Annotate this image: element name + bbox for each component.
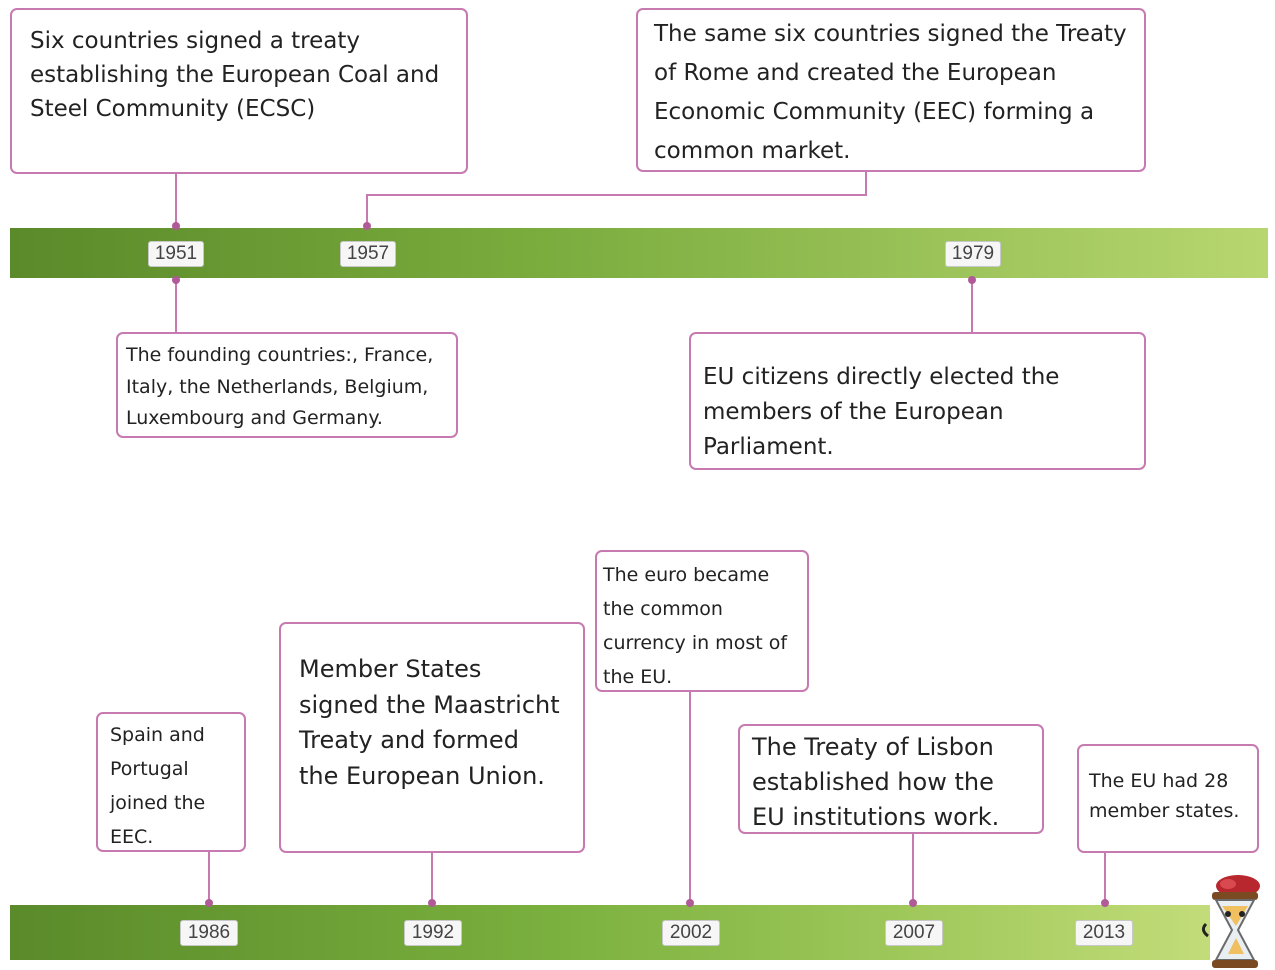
connector-1951-down xyxy=(175,278,177,332)
event-box-founders: The founding countries:, France, Italy, … xyxy=(116,332,458,438)
event-text-maastricht: Member States signed the Maastricht Trea… xyxy=(299,655,560,790)
event-text-founders: The founding countries:, France, Italy, … xyxy=(126,344,434,429)
event-text-ecsc: Six countries signed a treaty establishi… xyxy=(30,28,440,122)
event-text-parliament: EU citizens directly elected the members… xyxy=(703,364,1060,460)
year-label-2013: 2013 xyxy=(1075,920,1133,946)
marker-dot-1951-down xyxy=(172,276,180,284)
marker-dot-1986 xyxy=(205,899,213,907)
connector-2007 xyxy=(912,834,914,902)
connector-1979 xyxy=(971,278,973,332)
event-text-euro: The euro became the common currency in m… xyxy=(603,564,788,688)
marker-dot-1992 xyxy=(428,899,436,907)
year-label-1951: 1951 xyxy=(148,241,204,267)
marker-dot-1951-up xyxy=(172,222,180,230)
event-text-rome: The same six countries signed the Treaty… xyxy=(654,21,1127,164)
event-text-lisbon: The Treaty of Lisbon established how the… xyxy=(752,733,1000,831)
marker-dot-2013 xyxy=(1101,899,1109,907)
connector-rome-a xyxy=(865,172,867,196)
connector-rome-b xyxy=(366,194,867,196)
marker-dot-2007 xyxy=(909,899,917,907)
connector-1951-up xyxy=(175,174,177,226)
year-label-1986: 1986 xyxy=(180,920,238,946)
connector-1986 xyxy=(208,852,210,902)
year-label-1957: 1957 xyxy=(340,241,396,267)
marker-dot-1979 xyxy=(968,276,976,284)
timeline-bar-top xyxy=(10,228,1268,278)
event-box-member-states: The EU had 28 member states. xyxy=(1077,744,1259,853)
connector-2002 xyxy=(689,692,691,902)
event-box-spain-portugal: Spain and Portugal joined the EEC. xyxy=(96,712,246,852)
hourglass-mascot-icon xyxy=(1201,875,1260,968)
year-label-1979: 1979 xyxy=(945,241,1001,267)
event-box-rome: The same six countries signed the Treaty… xyxy=(636,8,1146,172)
marker-dot-2002 xyxy=(686,899,694,907)
event-text-spain-portugal: Spain and Portugal joined the EEC. xyxy=(110,724,206,848)
event-text-member-states: The EU had 28 member states. xyxy=(1089,770,1240,822)
year-label-2007: 2007 xyxy=(885,920,943,946)
year-label-2002: 2002 xyxy=(662,920,720,946)
event-box-maastricht: Member States signed the Maastricht Trea… xyxy=(279,622,585,853)
event-box-parliament: EU citizens directly elected the members… xyxy=(689,332,1146,470)
event-box-ecsc: Six countries signed a treaty establishi… xyxy=(10,8,468,174)
event-box-lisbon: The Treaty of Lisbon established how the… xyxy=(738,724,1044,834)
connector-2013 xyxy=(1104,853,1106,902)
connector-rome-c xyxy=(366,194,368,226)
connector-1992 xyxy=(431,853,433,902)
event-box-euro: The euro became the common currency in m… xyxy=(595,550,809,692)
marker-dot-1957 xyxy=(363,222,371,230)
year-label-1992: 1992 xyxy=(404,920,462,946)
